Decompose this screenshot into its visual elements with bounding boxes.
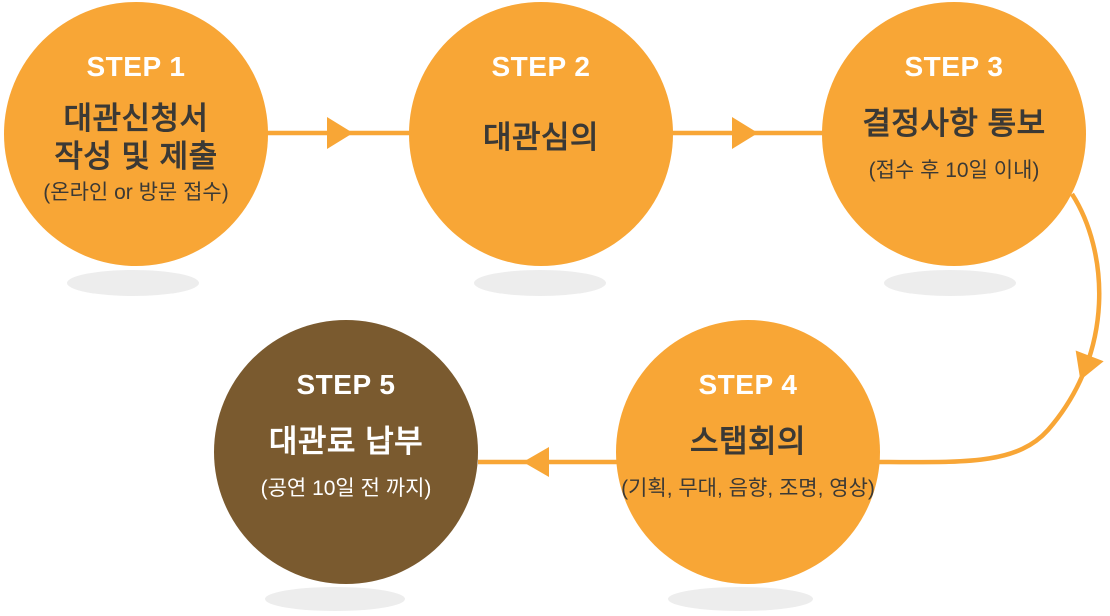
step-3-ground-shadow: [884, 270, 1016, 296]
step-1-ground-shadow: [67, 270, 199, 296]
step-2-label: STEP 2: [491, 51, 591, 82]
step-3-subtitle: (접수 후 10일 이내): [868, 159, 1040, 182]
step-4-label: STEP 4: [698, 369, 798, 400]
step-4-ground-shadow: [668, 587, 813, 611]
step-3-circle: STEP 3 결정사항 통보 (접수 후 10일 이내): [822, 2, 1086, 266]
step-1-circle: STEP 1 대관신청서 작성 및 제출 (온라인 or 방문 접수): [4, 2, 268, 266]
step-1-title-line: 대관신청서: [63, 101, 209, 136]
step-5-circle: STEP 5 대관료 납부 (공연 10일 전 까지): [214, 320, 478, 584]
step-2-circle: STEP 2 대관심의: [409, 2, 673, 266]
step-1-label: STEP 1: [86, 51, 186, 82]
step-2-title: 대관심의: [483, 98, 599, 178]
arrow-step4-to-step5: [478, 447, 617, 477]
step-3-title: 결정사항 통보: [862, 84, 1045, 164]
step-1-subtitle: (온라인 or 방문 접수): [43, 181, 229, 204]
step-5-title: 대관료 납부: [269, 402, 423, 482]
step-1-title: 대관신청서 작성 및 제출: [54, 98, 217, 178]
step-3-label: STEP 3: [904, 51, 1004, 82]
step-5-label: STEP 5: [296, 369, 396, 400]
step-4-circle: STEP 4 스탭회의 (기획, 무대, 음향, 조명, 영상): [616, 320, 880, 584]
arrow-step2-to-step3: [670, 117, 823, 149]
step-2-title-line: 대관심의: [482, 120, 600, 155]
arrow-step1-to-step2: [266, 117, 410, 149]
step-1-title-line: 작성 및 제출: [54, 139, 218, 174]
step-4-subtitle: (기획, 무대, 음향, 조명, 영상): [621, 477, 875, 500]
step-3-title-line: 결정사항 통보: [862, 106, 1046, 141]
step-5-subtitle: (공연 10일 전 까지): [260, 477, 432, 500]
step-2-ground-shadow: [474, 270, 606, 296]
step-5-title-line: 대관료 납부: [268, 424, 424, 459]
arrow-step3-to-step4: [877, 192, 1104, 465]
step-5-ground-shadow: [265, 587, 405, 611]
step-4-title-line: 스탭회의: [689, 424, 807, 459]
step-4-title: 스탭회의: [690, 402, 806, 482]
